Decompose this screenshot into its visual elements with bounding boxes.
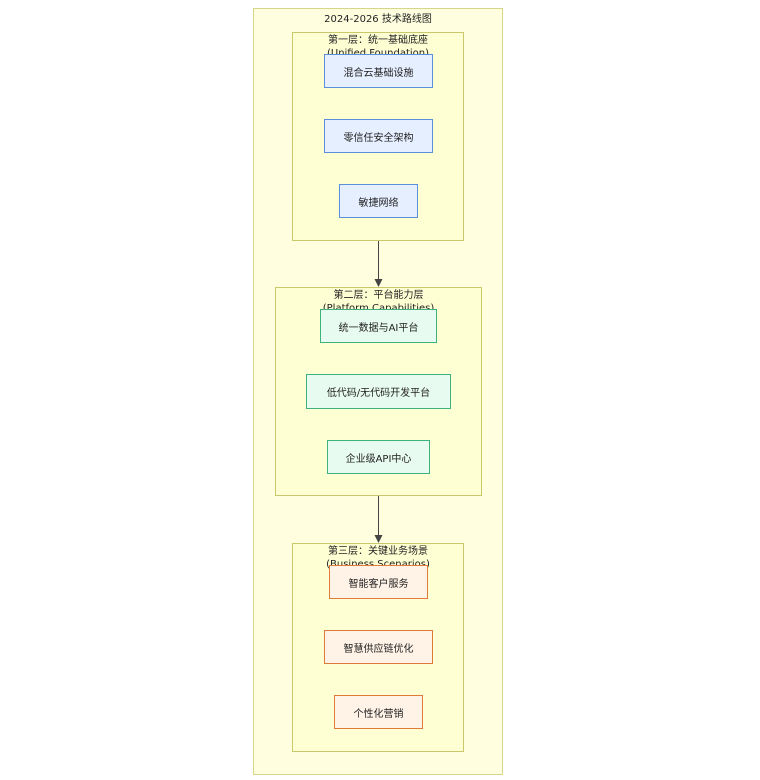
layer-platform-title: 第二层：平台能力层 (Platform Capabilities) bbox=[276, 289, 481, 315]
node-supply-chain: 智慧供应链优化 bbox=[324, 630, 433, 664]
roadmap-title: 2024-2026 技术路线图 bbox=[324, 14, 432, 25]
node-low-code-platform: 低代码/无代码开发平台 bbox=[306, 374, 451, 409]
node-agile-network: 敏捷网络 bbox=[339, 184, 418, 218]
layer-foundation-subtitle: (Unified Foundation) bbox=[327, 48, 429, 59]
node-smart-customer-service: 智能客户服务 bbox=[329, 565, 428, 599]
layer-business-title: 第三层：关键业务场景 (Business Scenarios) bbox=[293, 545, 463, 571]
node-hybrid-cloud: 混合云基础设施 bbox=[324, 54, 433, 88]
layer-foundation-title: 第一层：统一基础底座 (Unified Foundation) bbox=[293, 34, 463, 60]
layer-business-subtitle: (Business Scenarios) bbox=[326, 559, 430, 570]
node-api-center: 企业级API中心 bbox=[327, 440, 430, 474]
node-personalized-marketing: 个性化营销 bbox=[334, 695, 423, 729]
layer-platform-subtitle: (Platform Capabilities) bbox=[323, 303, 434, 314]
node-data-ai-platform: 统一数据与AI平台 bbox=[320, 309, 437, 343]
node-zero-trust: 零信任安全架构 bbox=[324, 119, 433, 153]
